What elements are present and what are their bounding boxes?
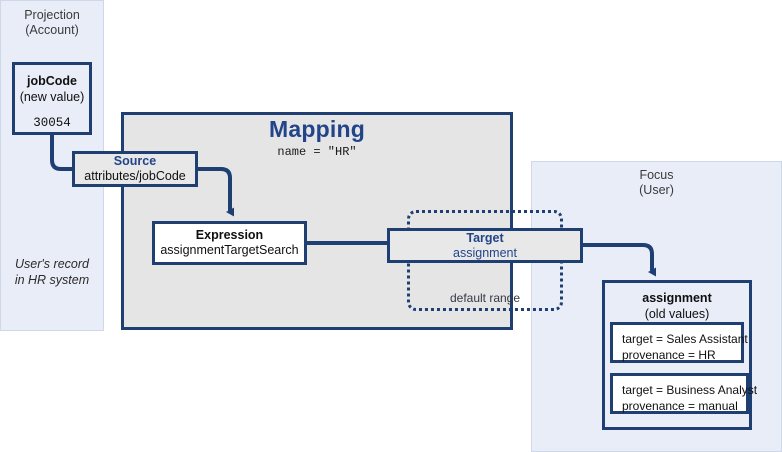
expression-node-subtitle: assignmentTargetSearch	[160, 243, 299, 257]
assignment-node-subtitle: (old values)	[644, 307, 710, 321]
assignment-value-provenance: provenance = HR	[622, 348, 716, 362]
jobcode-value: 30054	[33, 116, 71, 130]
assignment-value-row[interactable]: target = Sales Assistant provenance = HR	[610, 322, 748, 363]
assignment-value-target: target = Business Analyst	[622, 383, 758, 397]
source-node-title: Source	[113, 154, 157, 168]
mapping-title: Mapping	[269, 116, 365, 142]
jobcode-node[interactable]: jobCode (new value) 30054	[12, 62, 92, 135]
projection-panel-title: Projection (Account)	[24, 8, 80, 37]
default-range-label: default range	[449, 291, 521, 305]
assignment-value-row[interactable]: target = Business Analyst provenance = m…	[610, 373, 758, 414]
mapping-subtitle: name = "HR"	[277, 145, 357, 159]
assignment-node-title: assignment	[642, 291, 712, 305]
jobcode-subtitle: (new value)	[19, 90, 85, 104]
source-node[interactable]: Source attributes/jobCode	[72, 151, 198, 187]
assignment-value-provenance: provenance = manual	[622, 399, 738, 413]
source-node-subtitle: attributes/jobCode	[84, 169, 186, 183]
target-node-title: Target	[466, 230, 504, 245]
expression-node-title: Expression	[195, 228, 264, 242]
jobcode-name: jobCode	[27, 74, 77, 88]
projection-panel-note: User's record in HR system	[14, 257, 90, 287]
focus-panel-title: Focus (User)	[639, 168, 674, 197]
expression-node[interactable]: Expression assignmentTargetSearch	[152, 221, 307, 265]
target-node[interactable]: Target assignment	[387, 228, 583, 263]
assignment-value-target: target = Sales Assistant	[622, 332, 748, 346]
target-node-subtitle: assignment	[453, 245, 517, 260]
